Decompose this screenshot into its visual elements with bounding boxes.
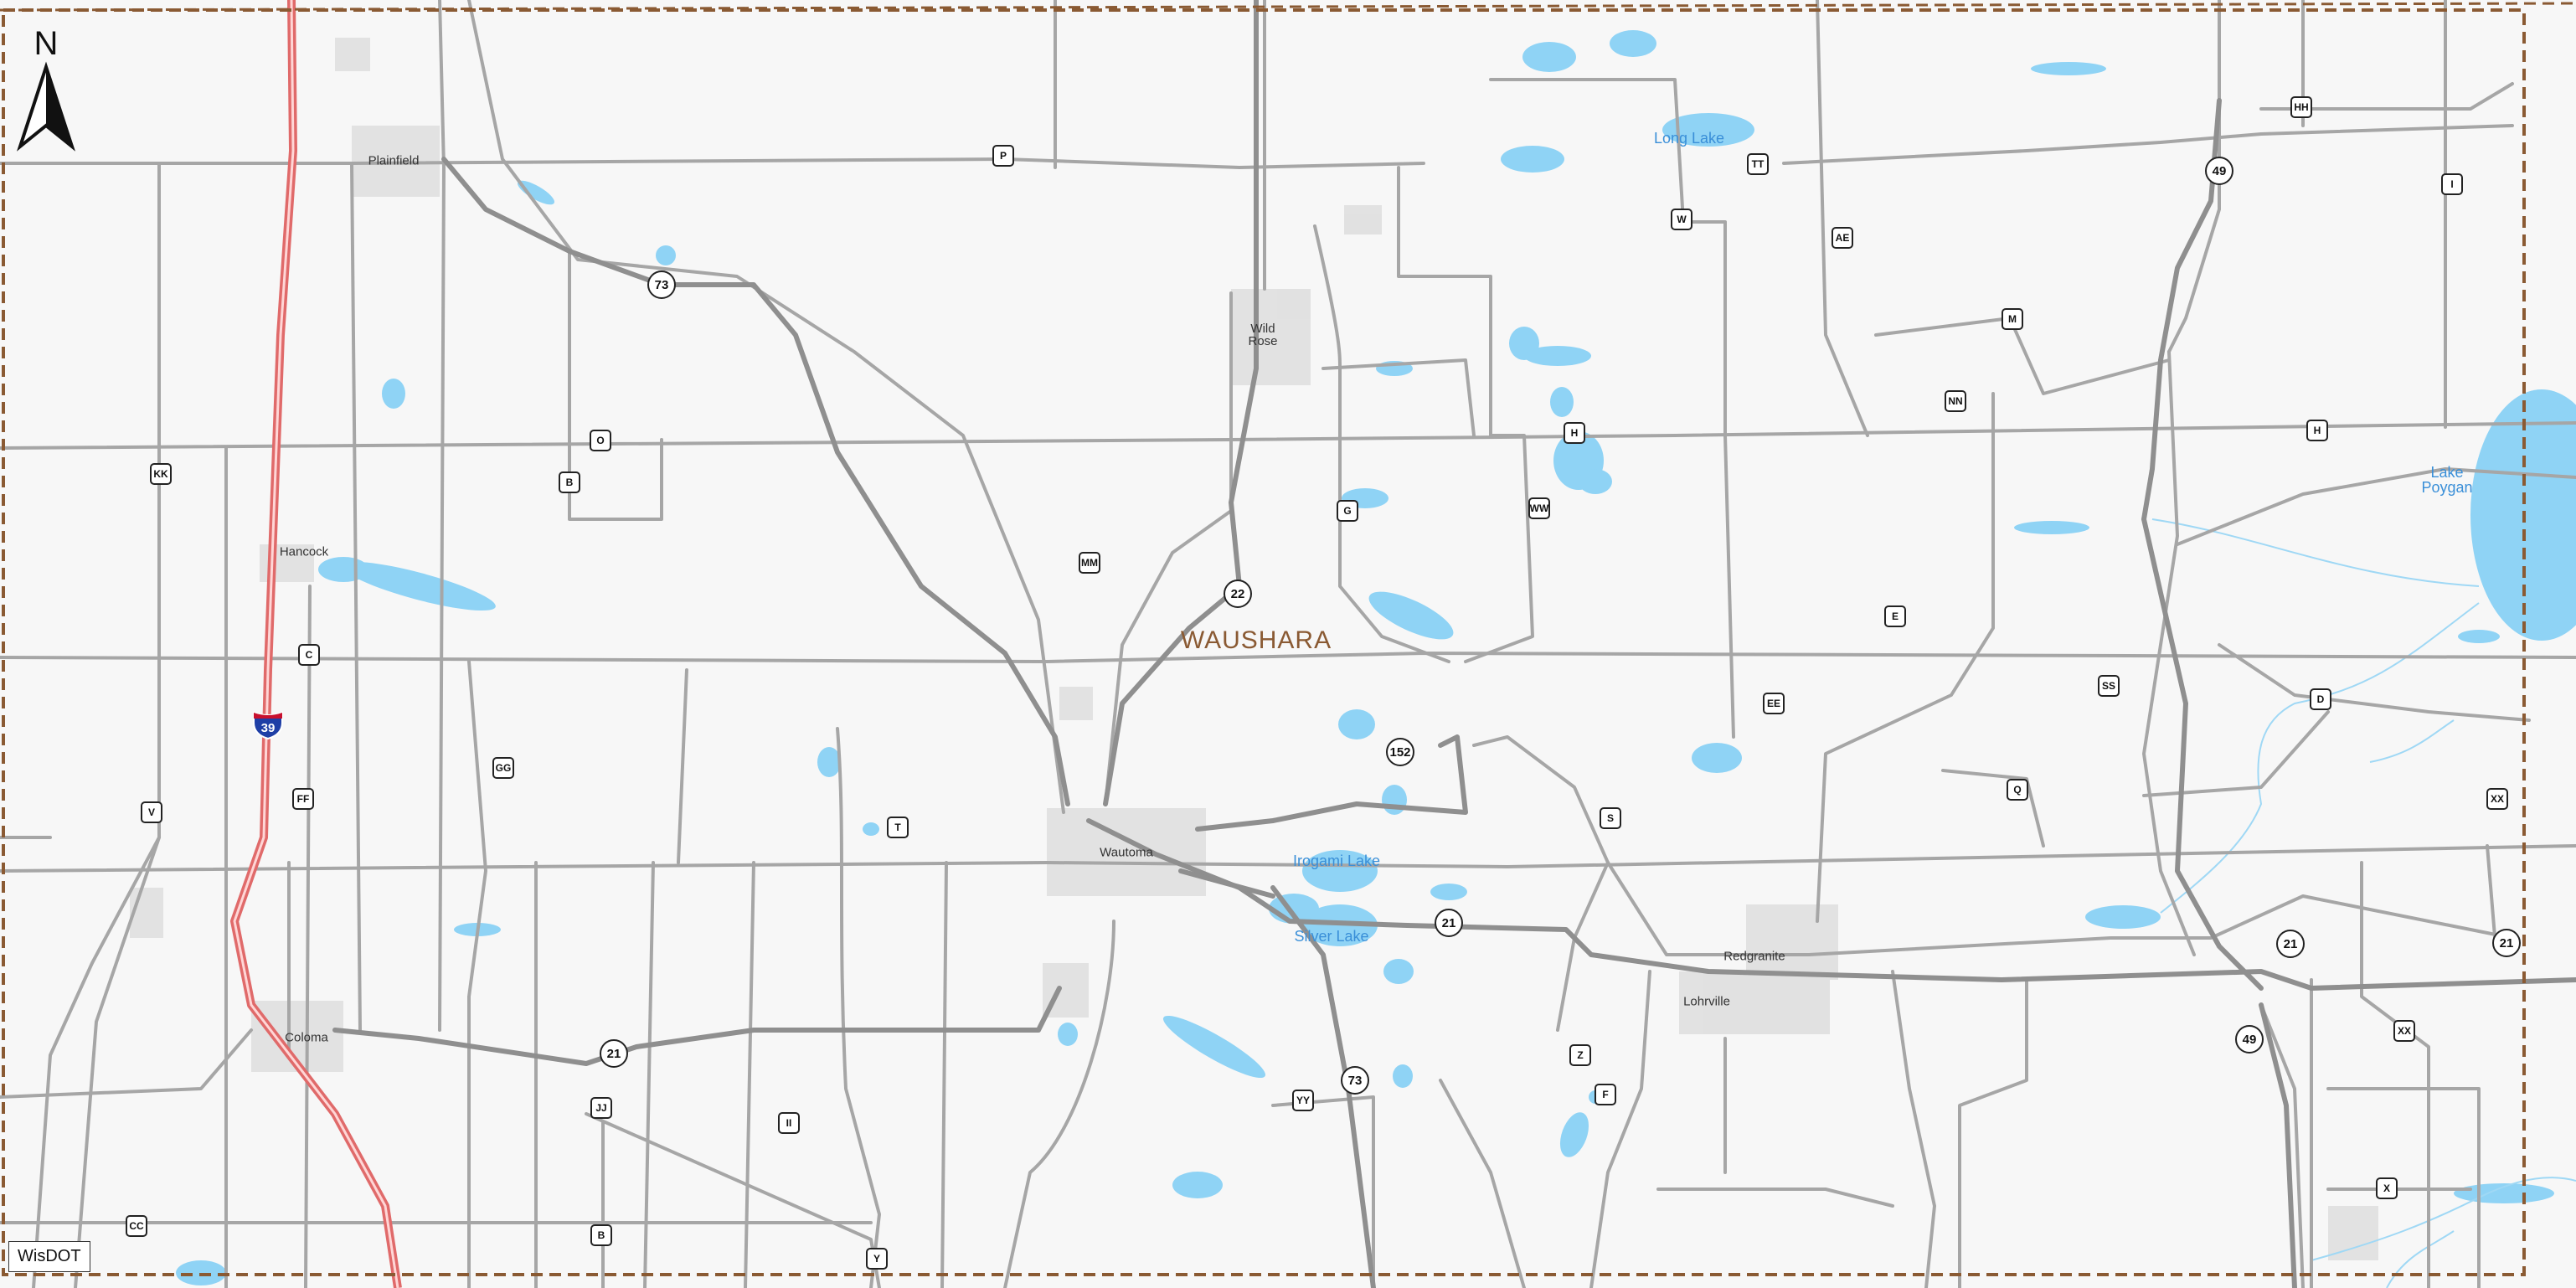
- city-label-hancock[interactable]: Hancock: [279, 544, 329, 559]
- county-shield[interactable]: SS: [2098, 675, 2120, 697]
- urban-area-lohrville: [1679, 971, 1830, 1034]
- county-shield[interactable]: E: [1884, 605, 1906, 627]
- north-arrow-icon: [17, 61, 75, 152]
- city-label-coloma[interactable]: Coloma: [285, 1030, 328, 1045]
- north-letter: N: [33, 25, 59, 62]
- county-shield[interactable]: O: [590, 430, 611, 451]
- county-shield[interactable]: XX: [2486, 788, 2508, 810]
- state-shield[interactable]: 73: [647, 270, 676, 299]
- county-shield[interactable]: WW: [1528, 497, 1550, 519]
- county-shield[interactable]: Q: [2007, 779, 2028, 801]
- county-shield[interactable]: MM: [1079, 552, 1100, 574]
- urban-area-southeast: [2328, 1206, 2378, 1260]
- county-shield[interactable]: T: [887, 817, 909, 838]
- north-arrow: N: [17, 25, 75, 159]
- county-shield[interactable]: C: [298, 644, 320, 666]
- county-shield[interactable]: B: [559, 471, 580, 493]
- county-shield[interactable]: AE: [1832, 227, 1853, 249]
- urban-area-north: [1344, 205, 1382, 234]
- county-shield[interactable]: Y: [866, 1248, 888, 1270]
- county-shield[interactable]: CC: [126, 1215, 147, 1237]
- urban-area-wautoma-north: [1059, 687, 1093, 720]
- county-shield[interactable]: W: [1671, 209, 1692, 230]
- county-shield[interactable]: EE: [1763, 693, 1785, 714]
- county-shield[interactable]: X: [2376, 1177, 2398, 1199]
- city-label-wild-rose[interactable]: Wild Rose: [1248, 322, 1278, 348]
- county-shield[interactable]: S: [1600, 807, 1621, 829]
- city-label-redgranite[interactable]: Redgranite: [1723, 949, 1785, 964]
- state-shield[interactable]: 73: [1341, 1066, 1369, 1095]
- interstate-shield-label: 39: [260, 720, 276, 735]
- urban-area-wild-rose: [1231, 289, 1311, 385]
- urban-area-wautoma: [1047, 808, 1206, 896]
- county-shield[interactable]: JJ: [590, 1097, 612, 1119]
- county-shield[interactable]: D: [2310, 688, 2331, 710]
- state-shield[interactable]: 22: [1224, 580, 1252, 608]
- state-shield[interactable]: 21: [1435, 909, 1463, 937]
- county-shield[interactable]: FF: [292, 788, 314, 810]
- county-shield[interactable]: GG: [492, 757, 514, 779]
- county-shield[interactable]: KK: [150, 463, 172, 485]
- state-shield[interactable]: 49: [2205, 157, 2233, 185]
- state-shield[interactable]: 21: [2276, 930, 2305, 958]
- city-label-lohrville[interactable]: Lohrville: [1683, 994, 1730, 1009]
- county-shield[interactable]: NN: [1945, 390, 1966, 412]
- map-credit: WisDOT: [8, 1241, 90, 1272]
- city-label-wautoma[interactable]: Wautoma: [1100, 845, 1153, 860]
- rivers: [2151, 518, 2576, 1288]
- lake-label-silver-lake[interactable]: Silver Lake: [1294, 928, 1369, 945]
- lake-label-lake-poygan[interactable]: Lake Poygan: [2421, 464, 2473, 496]
- long-lake-shape: [1662, 113, 1754, 147]
- urban-area-plainfield-north: [335, 38, 370, 71]
- interstate-shield-icon: [253, 711, 283, 739]
- lake-label-long-lake[interactable]: Long Lake: [1653, 130, 1725, 147]
- state-shield[interactable]: 49: [2235, 1025, 2264, 1054]
- county-shield[interactable]: H: [2306, 420, 2328, 441]
- county-label: WAUSHARA: [1180, 626, 1332, 654]
- county-shield[interactable]: II: [778, 1112, 800, 1134]
- county-shield[interactable]: G: [1337, 500, 1358, 522]
- urban-areas: [130, 38, 2378, 1260]
- county-shield[interactable]: P: [992, 145, 1014, 167]
- county-shield[interactable]: HH: [2290, 96, 2312, 118]
- county-shield[interactable]: YY: [1292, 1090, 1314, 1111]
- state-shield[interactable]: 152: [1386, 738, 1414, 766]
- county-shield[interactable]: Z: [1569, 1044, 1591, 1066]
- interstate-shield-39[interactable]: 39: [252, 711, 284, 739]
- urban-area-redgranite: [1746, 904, 1838, 980]
- city-label-plainfield[interactable]: Plainfield: [368, 153, 420, 168]
- county-shield[interactable]: M: [2002, 308, 2023, 330]
- state-shield[interactable]: 21: [600, 1039, 628, 1068]
- county-shield[interactable]: XX: [2393, 1020, 2415, 1042]
- county-shield[interactable]: TT: [1747, 153, 1769, 175]
- county-shield[interactable]: V: [141, 801, 162, 823]
- state-shield[interactable]: 21: [2492, 929, 2521, 957]
- county-shield[interactable]: I: [2441, 173, 2463, 195]
- county-boundary: [2, 8, 2526, 1276]
- county-shield[interactable]: F: [1595, 1084, 1616, 1105]
- urban-area-coloma-west: [130, 888, 163, 938]
- county-shield[interactable]: B: [590, 1224, 612, 1246]
- state-highways: [332, 0, 2576, 1288]
- lake-label-irogami-lake[interactable]: Irogami Lake: [1292, 853, 1381, 869]
- county-shield[interactable]: H: [1564, 422, 1585, 444]
